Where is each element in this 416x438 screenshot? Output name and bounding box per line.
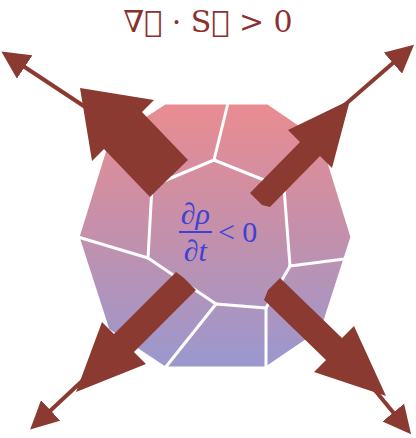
fraction-denominator: ∂t	[182, 233, 209, 267]
title-formula: ∇⃗ · S⃗ > 0	[0, 4, 416, 39]
fraction-numerator: ∂ρ	[179, 198, 212, 233]
formula-content: ∂ρ∂t< 0	[179, 198, 258, 266]
relation-text: < 0	[218, 217, 257, 247]
fraction: ∂ρ∂t	[179, 198, 212, 266]
